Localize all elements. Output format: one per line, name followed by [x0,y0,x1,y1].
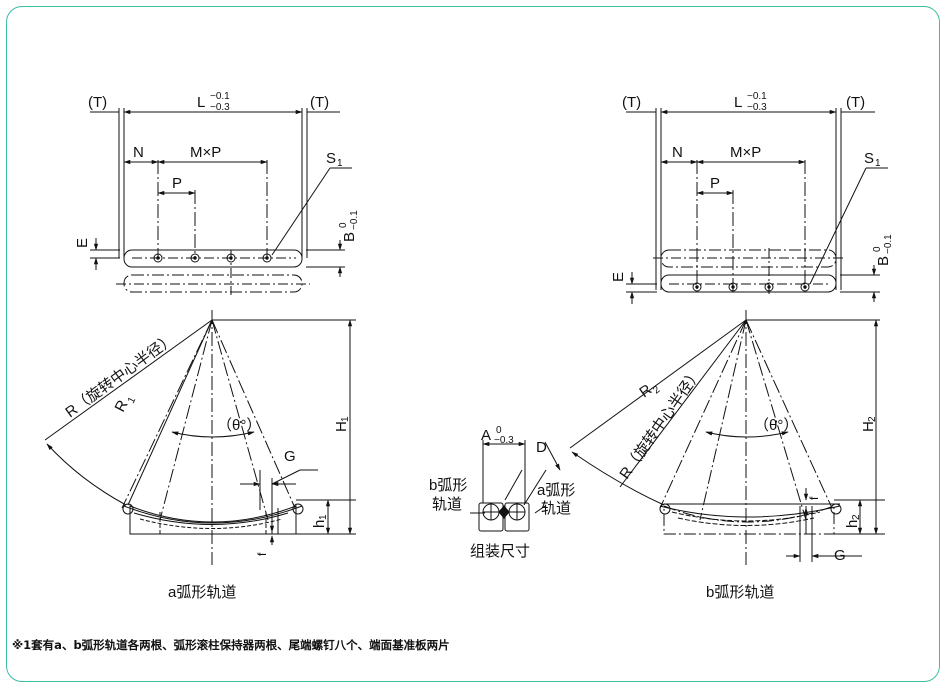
right-R-label: R（旋转中心半径） [616,365,705,482]
right-P-label: P [710,175,720,192]
left-S-label: S [326,150,336,167]
left-B-sub: −0.1 [349,210,360,230]
right-G-label: G [834,547,846,564]
right-top-view [626,108,888,304]
left-N-label: N [133,144,144,161]
left-G-label: G [284,448,296,465]
left-E-label: E [74,238,91,248]
left-mounting-holes [153,253,272,263]
right-h-sub: 2 [851,514,862,520]
right-t-right-label: (T) [846,94,865,111]
right-mounting-holes [692,282,810,292]
right-t-left-label: (T) [622,94,641,111]
left-H-label: H [333,421,350,432]
left-B-label: B [341,232,358,242]
left-theta-label: （θ°） [217,417,261,434]
left-R1-sub: 1 [126,395,139,405]
right-S-sub: 1 [875,158,881,169]
assembly-detail [470,440,561,532]
left-h-label: h [311,520,328,528]
right-N-label: N [672,144,683,161]
footnote: ※1套有a、b弧形轨道各两根、弧形滚柱保持器两根、尾端螺钉八个、端面基准板两片 [12,638,450,652]
left-arc-view [44,310,356,565]
left-top-view [90,108,352,295]
right-arc-view [569,310,885,565]
left-H-sub: 1 [340,416,351,422]
right-B-label: B [875,256,892,266]
right-theta-label: （θ°） [754,417,798,434]
right-E-label: E [610,272,627,282]
assembly-b-label-2: 轨道 [432,496,462,513]
left-h-sub: 1 [318,514,329,520]
right-L-label: L [734,94,742,111]
right-R2-sub: 2 [651,384,662,396]
assembly-a-label-2: 轨道 [541,500,571,517]
right-f-label: f [807,496,821,500]
right-caption: b弧形轨道 [706,584,774,601]
right-H-sub: 2 [867,416,878,422]
assembly-b-label-1: b弧形 [429,477,467,494]
assembly-A-sub: −0.3 [494,435,514,446]
assembly-A-sup: 0 [496,425,502,436]
left-P-label: P [172,175,182,192]
right-MxP-label: M×P [730,144,761,161]
assembly-D-label: D [536,439,547,456]
left-t-left-label: (T) [88,94,107,111]
left-L-label: L [197,94,205,111]
left-L-sup: −0.1 [210,91,230,102]
right-B-sup: 0 [872,246,883,252]
right-H-label: H [860,421,877,432]
right-h-label: h [844,520,861,528]
right-L-sup: −0.1 [747,91,767,102]
left-caption: a弧形轨道 [168,584,236,601]
left-S-sub: 1 [337,158,343,169]
left-B-sup: 0 [338,222,349,228]
right-L-sub: −0.3 [747,102,767,113]
left-L-sub: −0.3 [210,102,230,113]
left-f-label: f [255,552,269,556]
assembly-A-label: A [481,427,491,444]
left-t-right-label: (T) [310,94,329,111]
assembly-a-label-1: a弧形 [537,482,575,499]
assembly-caption: 组装尺寸 [470,543,530,560]
figure-frame [6,6,940,682]
right-B-sub: −0.1 [883,234,894,254]
right-S-label: S [864,150,874,167]
left-MxP-label: M×P [190,144,221,161]
